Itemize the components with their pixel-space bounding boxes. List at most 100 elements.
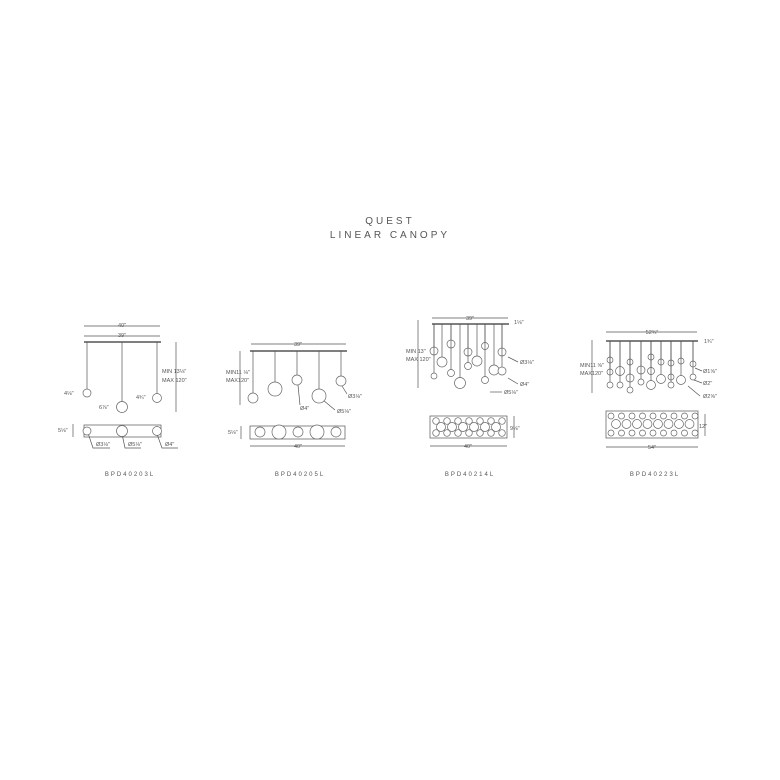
bottom-globe [476,429,484,437]
pendant-globe [436,356,448,368]
bottom-globe [642,419,653,429]
overall-width: 40" [118,323,126,329]
min-height: MIN11 ⅛" [226,370,250,376]
diameter-label: Ø5⅛" [504,390,518,396]
bottom-globe [681,412,688,420]
canopy-width: 39" [294,342,302,348]
pendant-globe [626,386,634,394]
bottom-globe [271,424,287,440]
pendant-globe [267,381,283,397]
diameter-label: Ø5⅛" [128,442,142,448]
bottom-view [605,410,699,439]
pendant-globe [689,373,697,381]
bottom-globe [628,412,636,420]
depth-label: 12" [699,424,707,430]
drop-label: 6⅞" [99,405,109,411]
model-code: BPD40203L [105,472,155,478]
bottom-globe [458,422,468,432]
max-height: MAX 120" [406,357,431,363]
pendant-globe [430,372,438,380]
bottom-view [429,415,508,439]
max-height: MAX120" [226,378,249,384]
bottom-globe [639,429,646,437]
pendant-globe [606,381,614,389]
bottom-globe [491,422,501,432]
bottom-globe [116,425,128,437]
title-line2: LINEAR CANOPY [330,230,450,241]
bottom-globe [476,417,484,425]
bottom-globe [309,424,325,440]
pendant-globe [471,355,483,367]
pendant-globe [676,375,686,385]
pendant-globe [454,377,466,389]
diameter-label: Ø3⅛" [348,394,362,400]
bottom-globe [454,417,462,425]
bottom-globe [498,417,506,425]
diameter-label: Ø3⅛" [520,360,534,366]
pendant-globe [291,374,303,386]
pendant-globe [497,366,507,376]
bottom-globe [607,429,615,437]
diagram-bpd40214l: 39" 1⅛" MIN 13" MAX 120" Ø3⅛" Ø4" Ø5⅛" 9… [406,316,534,478]
bottom-globe [487,417,495,425]
diameter-label: Ø4" [300,406,309,412]
overall-width: 40" [464,444,472,450]
min-height: MIN 13" [406,349,426,355]
pendant-globe [646,380,656,390]
canopy-height: 1¾" [704,339,714,345]
diameter-label: Ø4" [520,382,529,388]
bottom-globe [674,419,684,429]
bottom-globe [653,419,663,429]
diagram-bpd40223l: 52¾" 1¾" MIN11 ⅝" MAX120" Ø1⅝" Ø2" Ø2⅝" … [580,330,717,478]
canopy-width: 39" [118,333,126,339]
pendant-globe [247,392,259,404]
canopy-width: 52¾" [646,330,659,336]
canopy-width: 39" [466,316,474,322]
diameter-label: Ø1⅝" [703,369,717,375]
bottom-globe [660,412,667,420]
diameter-label: Ø3⅛" [96,442,110,448]
bottom-globe [480,422,490,432]
bottom-globe [447,422,457,432]
diameter-label: Ø5⅛" [337,409,351,415]
bottom-globe [469,422,479,432]
bottom-globe [684,419,695,429]
drop-label: 4⅛" [64,391,74,397]
bottom-globe [691,412,699,420]
pendant-globe [152,393,162,403]
min-height: MIN11 ⅝" [580,363,604,369]
bottom-globe [465,417,473,425]
bottom-globe [660,429,667,437]
depth-label: 5⅛" [228,430,238,436]
bottom-globe [436,422,446,432]
pendant-globe [116,401,128,413]
bottom-globe [649,412,657,420]
bottom-globe [292,426,304,438]
depth-label: 9⅛" [510,426,520,432]
bottom-globe [670,429,678,437]
bottom-globe [639,412,646,420]
pendant-globe [82,388,92,398]
pendant-globe [616,381,624,389]
bottom-globe [443,429,451,437]
canopy-height: 1⅛" [514,320,524,326]
pendant-globe [667,381,675,389]
diameter-label: Ø4" [165,442,174,448]
bottom-globe [632,419,642,429]
bottom-globe [607,412,615,420]
overall-width: 40" [294,444,302,450]
bottom-globe [330,426,342,438]
bottom-globe [691,429,699,437]
max-height: MAX120" [580,371,603,377]
bottom-globe [649,429,657,437]
bottom-globe [465,429,473,437]
diameter-label: Ø2" [703,381,712,387]
pendant-globe [447,369,455,377]
model-code: BPD40223L [630,472,680,478]
pendant-globe [311,388,327,404]
bottom-globe [254,426,266,438]
bottom-globe [628,429,636,437]
bottom-globe [432,429,440,437]
model-code: BPD40214L [445,472,495,478]
